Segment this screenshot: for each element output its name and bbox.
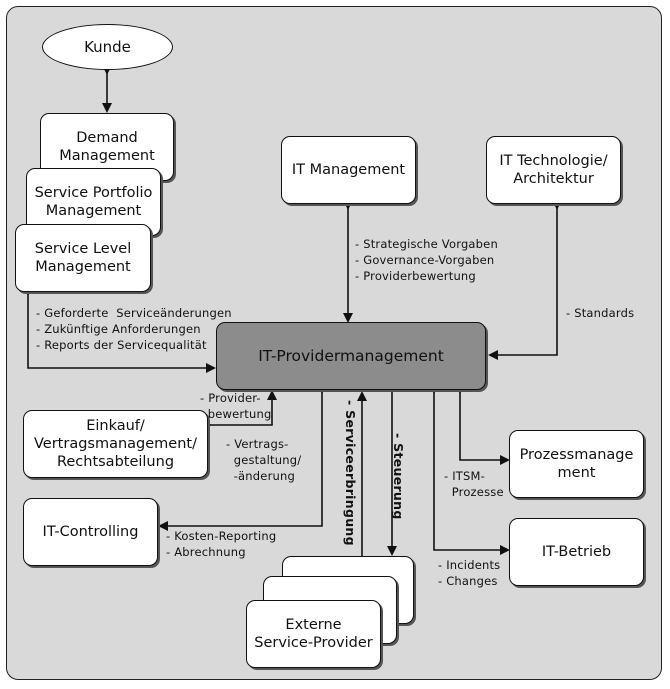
arrow-provider-prozess	[455, 384, 510, 465]
label-strategische-vorgaben: - Strategische Vorgaben - Governance-Vor…	[355, 237, 498, 283]
label-slm-notes: - Geforderte Serviceänderungen - Zukünft…	[36, 306, 232, 352]
arrow-provider-controlling	[158, 384, 327, 531]
label-steuerung: - Steuerung	[391, 433, 406, 520]
node-externe-service-provider: Externe Service-Provider	[246, 600, 381, 668]
node-it-providermanagement: IT-Providermanagement	[216, 322, 486, 390]
label-kosten-reporting: - Kosten-Reporting - Abrechnung	[166, 529, 277, 559]
node-einkauf: Einkauf/ Vertragsmanagement/ Rechtsabtei…	[23, 410, 208, 478]
node-it-betrieb: IT-Betrieb	[509, 518, 644, 586]
label-itsm-prozesse: - ITSM- Prozesse	[444, 469, 504, 499]
arrow-ittechnologie-provider	[488, 200, 562, 360]
label-standards: - Standards	[566, 306, 635, 320]
node-prozessmanagement: Prozessmanage ment	[509, 430, 644, 498]
node-service-level-management: Service Level Management	[15, 224, 151, 292]
arrow-slm-provider	[23, 286, 216, 373]
label-vertragsgestaltung: - Vertrags- gestaltung/ -änderung	[226, 437, 302, 483]
label-serviceerbringung: - Serviceerbringung	[343, 400, 358, 546]
node-it-management: IT Management	[281, 136, 416, 204]
node-it-controlling: IT-Controlling	[23, 498, 158, 566]
node-kunde: Kunde	[42, 24, 173, 70]
arrow-provider-betrieb	[429, 384, 510, 555]
label-incidents-changes: - Incidents - Changes	[438, 558, 501, 588]
label-providerbewertung: - Provider- bewertung	[200, 391, 272, 421]
node-it-technologie: IT Technologie/ Architektur	[486, 136, 621, 204]
